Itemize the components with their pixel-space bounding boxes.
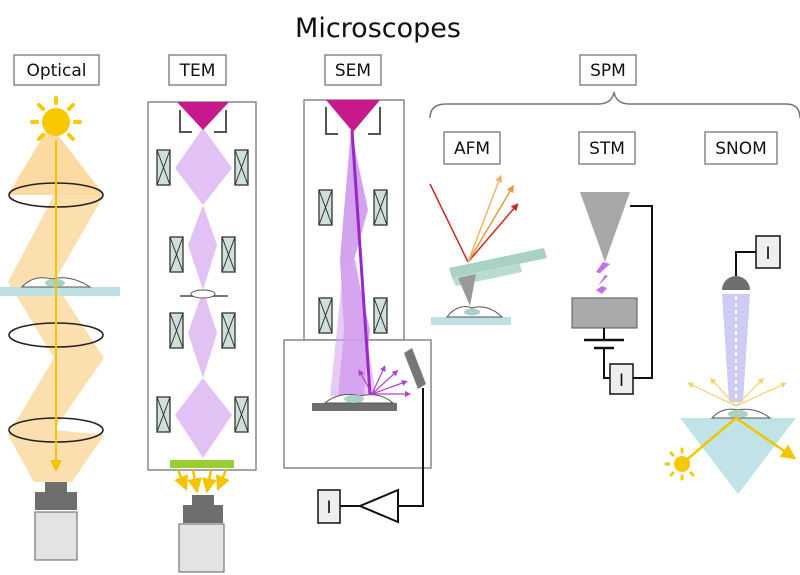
stm-battery-icon — [584, 338, 624, 350]
snom-prism — [680, 418, 796, 494]
spm-group: SPM — [429, 54, 800, 119]
afm-sample-slide — [431, 317, 511, 325]
stm-tunneling-current — [596, 262, 610, 286]
snom-scattered-light — [687, 377, 787, 407]
spm-label: SPM — [579, 54, 637, 86]
optical-label-text: Optical — [26, 61, 86, 81]
stm-tip — [580, 192, 630, 262]
sem-electron-source — [326, 100, 380, 132]
snom-incident-light — [683, 416, 797, 463]
optical-sample-slide — [0, 287, 120, 296]
snom-microscope: SNOM I — [664, 131, 797, 494]
tem-emitted-light — [174, 469, 230, 494]
stm-microscope: STM I — [571, 131, 653, 395]
afm-microscope: AFM — [429, 131, 547, 325]
afm-reflected-ray-3 — [467, 174, 503, 263]
afm-label-text: AFM — [454, 139, 490, 159]
stm-current-meter: I — [609, 363, 634, 395]
optical-label: Optical — [13, 54, 100, 86]
sem-microscope: SEM — [283, 54, 432, 524]
sem-lens-coils — [318, 189, 388, 334]
afm-cantilever — [449, 248, 547, 278]
afm-reflected-ray-1 — [467, 203, 519, 263]
spm-label-text: SPM — [590, 61, 626, 81]
tem-microscope: TEM — [147, 54, 257, 573]
sem-secondary-electrons — [358, 365, 411, 397]
tem-label-text: TEM — [179, 61, 216, 81]
tem-fluorescent-screen — [170, 460, 234, 468]
sem-label-text: SEM — [335, 61, 371, 81]
tem-lens-coils — [156, 149, 249, 433]
tem-camera-icon — [178, 495, 225, 573]
sem-detector — [404, 348, 426, 389]
tem-label: TEM — [168, 54, 227, 86]
snom-label: SNOM — [704, 131, 778, 165]
svg-text:I: I — [326, 498, 331, 518]
afm-label: AFM — [443, 131, 501, 165]
tem-electron-source — [177, 102, 229, 130]
diagram-title: Microscopes — [295, 13, 461, 44]
sem-electron-ray — [350, 129, 372, 395]
stm-label-text: STM — [589, 139, 625, 159]
snom-detector — [722, 276, 750, 290]
snom-label-text: SNOM — [715, 139, 767, 159]
svg-text:I: I — [765, 244, 770, 264]
sem-amplifier — [357, 488, 399, 524]
svg-text:I: I — [619, 371, 624, 391]
afm-reflected-ray-2 — [467, 184, 514, 263]
sun-icon — [30, 96, 82, 141]
optical-microscope: Optical — [0, 54, 120, 561]
sem-current-meter: I — [317, 489, 341, 524]
afm-tip — [458, 274, 476, 306]
sem-sample-stage — [312, 403, 397, 411]
sem-detector-wire — [398, 388, 424, 507]
optical-camera-icon — [34, 482, 78, 561]
snom-current-meter: I — [755, 235, 781, 269]
tem-sample — [180, 289, 228, 299]
sem-label: SEM — [324, 54, 382, 86]
spm-brace — [429, 91, 800, 119]
stm-circuit-wire — [630, 205, 653, 379]
stm-label: STM — [578, 131, 636, 165]
stm-sample — [571, 297, 638, 329]
snom-sun-icon — [664, 447, 695, 481]
